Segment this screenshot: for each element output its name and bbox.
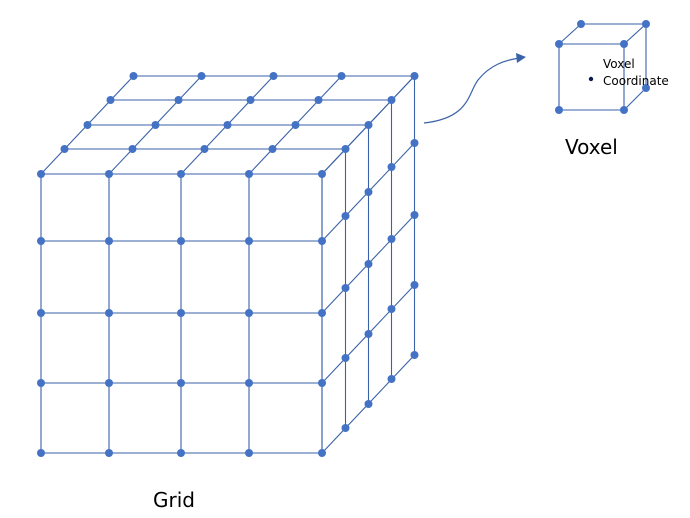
voxel-node <box>642 20 650 28</box>
grid-lines <box>40 75 416 454</box>
grid-node <box>410 211 419 219</box>
connector-arrow <box>423 57 521 124</box>
grid-node <box>387 163 396 171</box>
grid-node <box>245 309 253 317</box>
grid-node <box>37 237 45 245</box>
voxel-label: Voxel <box>565 135 618 159</box>
grid-node <box>318 309 326 317</box>
grid-node <box>223 121 232 129</box>
voxel-edge <box>558 23 582 45</box>
grid-node <box>174 96 183 104</box>
grid-node <box>341 354 350 362</box>
grid-node <box>410 139 419 147</box>
grid-label: Grid <box>153 488 195 512</box>
grid-node <box>364 400 373 408</box>
grid-node <box>364 260 373 268</box>
grid-node <box>387 305 396 313</box>
grid-node <box>364 188 373 196</box>
grid-node <box>83 121 92 129</box>
grid-node <box>129 72 138 80</box>
grid-node <box>318 379 326 387</box>
grid-node <box>318 237 326 245</box>
grid-node <box>364 330 373 338</box>
voxel-coordinate-dot <box>588 76 594 82</box>
grid-node <box>245 449 253 457</box>
grid-node <box>337 72 346 80</box>
grid-node <box>387 96 396 104</box>
voxel-edge <box>623 23 647 45</box>
grid-node <box>105 379 113 387</box>
grid-node <box>105 449 113 457</box>
grid-node <box>37 170 45 178</box>
grid-node <box>177 170 185 178</box>
grid-node <box>245 379 253 387</box>
grid-node <box>245 170 253 178</box>
grid-node <box>106 96 115 104</box>
grid-node <box>318 449 326 457</box>
arrow-head <box>516 53 526 63</box>
voxel-cube <box>555 20 650 114</box>
grid-node <box>128 145 137 153</box>
grid-node <box>37 379 45 387</box>
grid-node <box>177 449 185 457</box>
voxel-node <box>620 40 628 48</box>
voxel-coordinate-label-line2: Coordinate <box>603 74 669 88</box>
grid-node <box>341 424 350 432</box>
grid-node <box>410 351 419 359</box>
voxel-node <box>555 106 563 114</box>
grid-node <box>245 237 253 245</box>
grid-node <box>387 235 396 243</box>
grid-node <box>364 121 373 129</box>
grid-node <box>246 96 255 104</box>
grid-node <box>268 145 277 153</box>
grid-node <box>105 237 113 245</box>
grid-node <box>269 72 278 80</box>
grid-node <box>105 309 113 317</box>
grid-node <box>341 145 350 153</box>
grid-node <box>341 284 350 292</box>
voxel-edge <box>623 87 647 111</box>
grid-node <box>387 375 396 383</box>
grid-node <box>177 237 185 245</box>
voxel-node <box>577 20 585 28</box>
grid-node <box>318 170 326 178</box>
grid-node <box>410 281 419 289</box>
grid-node <box>291 121 300 129</box>
grid-node <box>341 212 350 220</box>
grid-node <box>151 121 160 129</box>
grid-node <box>60 145 69 153</box>
voxel-node <box>620 106 628 114</box>
grid-node <box>410 72 419 80</box>
voxel-node <box>642 84 650 92</box>
voxel-coordinate-label-line1: Voxel <box>603 57 635 71</box>
grid-node <box>200 145 209 153</box>
grid-node <box>177 309 185 317</box>
grid-node <box>105 170 113 178</box>
grid-node <box>197 72 206 80</box>
grid-nodes <box>37 72 419 457</box>
grid-node <box>37 449 45 457</box>
grid-node <box>314 96 323 104</box>
grid-node <box>37 309 45 317</box>
voxel-node <box>555 40 563 48</box>
grid-node <box>177 379 185 387</box>
